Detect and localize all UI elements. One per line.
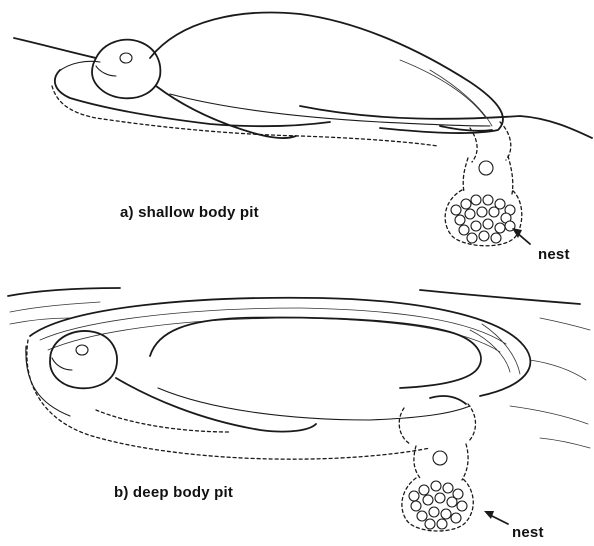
rear-flipper-a [440,126,492,131]
turtle-beak-b [52,358,72,370]
nest-neck-egg-a [479,161,493,175]
turtle-eye-a [120,53,132,63]
nest-neck-egg-b [433,451,447,465]
turtle-beak-a [96,66,116,76]
shell-underside-b [158,388,470,420]
egg-cluster-b [409,481,467,529]
turtle-shell-b [150,318,481,388]
arrow-to-nest-icon [512,228,530,244]
turtle-eye-b [76,345,88,355]
nest-label-b: nest [512,524,544,541]
panel-b-illustration [8,288,590,531]
panel-a-illustration [14,13,592,246]
shell-shading-a [400,60,492,126]
caption-b: b) deep body pit [114,484,233,501]
rear-flipper-dashed-b [399,404,475,444]
nest-label-a: nest [538,246,570,263]
ground-line-b [8,288,580,304]
front-flipper-b [116,378,316,432]
rear-flipper-dashed-a [470,122,511,162]
egg-cluster-a [451,195,515,243]
arrow-to-nest-icon [484,511,508,524]
rear-flipper-b [430,396,466,404]
turtle-head-a [92,40,160,99]
pit-rim-b-inner [26,346,70,416]
caption-a: a) shallow body pit [120,204,259,221]
turtle-head-b [50,331,117,388]
pit-rim-a [55,70,330,126]
front-flipper-a [156,86,296,138]
pit-floor-b [27,340,430,459]
